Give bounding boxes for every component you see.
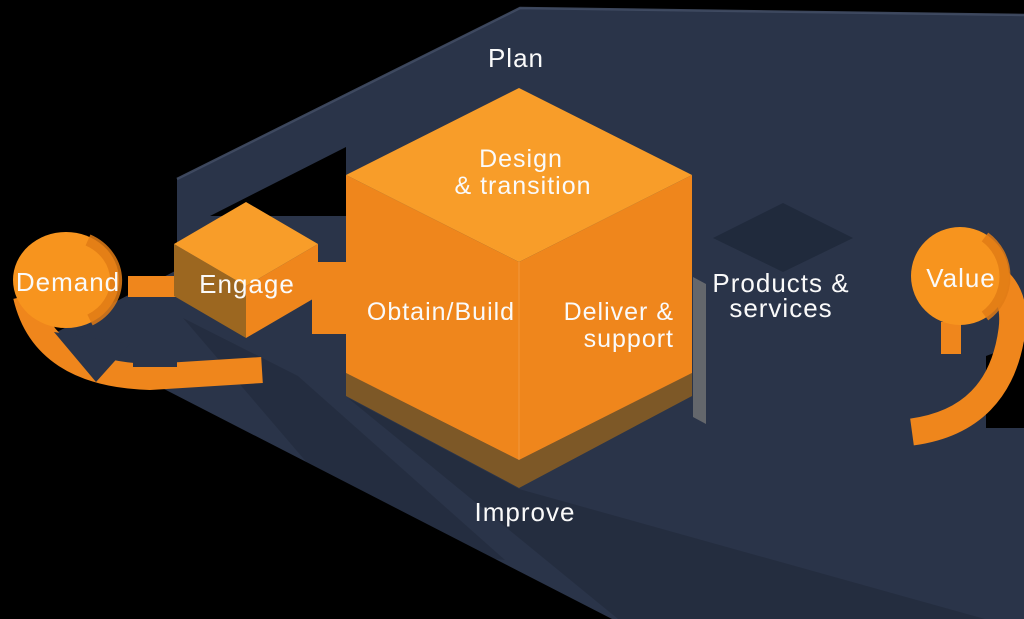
demand-node-shade xyxy=(85,234,123,326)
obtain-build-label: Obtain/Build xyxy=(367,298,515,326)
engage-cube-connector xyxy=(312,262,348,334)
value-node-shade xyxy=(981,232,1011,321)
cube-left-face xyxy=(346,175,519,460)
products-services-diamond xyxy=(713,203,853,272)
design-transition-label-line2: & transition xyxy=(454,172,591,200)
engage-right-face xyxy=(246,244,318,338)
engage-label: Engage xyxy=(199,269,295,299)
products-services-label-line1: Products & xyxy=(712,268,849,298)
value-flow-arrow xyxy=(909,271,1024,446)
cube-drop-shadow xyxy=(348,398,985,619)
value-node xyxy=(911,227,1009,325)
value-label: Value xyxy=(926,263,996,293)
top-edge-highlight xyxy=(176,6,1024,181)
cube-side-shadow xyxy=(693,277,706,424)
demand-label: Demand xyxy=(16,267,120,297)
engage-top-face xyxy=(174,202,318,286)
cube-top-face xyxy=(346,88,692,262)
demand-arrowhead-icon xyxy=(54,332,130,382)
deliver-support-label-line2: support xyxy=(584,325,674,353)
background-notch-left xyxy=(210,147,346,216)
cube-base xyxy=(346,373,692,488)
products-services-label-line2: services xyxy=(729,293,832,323)
improve-label: Improve xyxy=(475,497,576,527)
engage-drop-shadow xyxy=(183,318,505,560)
value-connector-tab xyxy=(941,322,961,354)
cube-right-face xyxy=(519,175,692,460)
design-transition-label-line1: Design xyxy=(479,145,563,173)
engage-left-face xyxy=(174,244,246,338)
improve-loop-bar xyxy=(133,315,177,367)
demand-engage-connector xyxy=(128,276,178,297)
deliver-support-label-line1: Deliver & xyxy=(564,298,674,326)
demand-node xyxy=(13,232,119,328)
plan-label: Plan xyxy=(488,43,544,73)
